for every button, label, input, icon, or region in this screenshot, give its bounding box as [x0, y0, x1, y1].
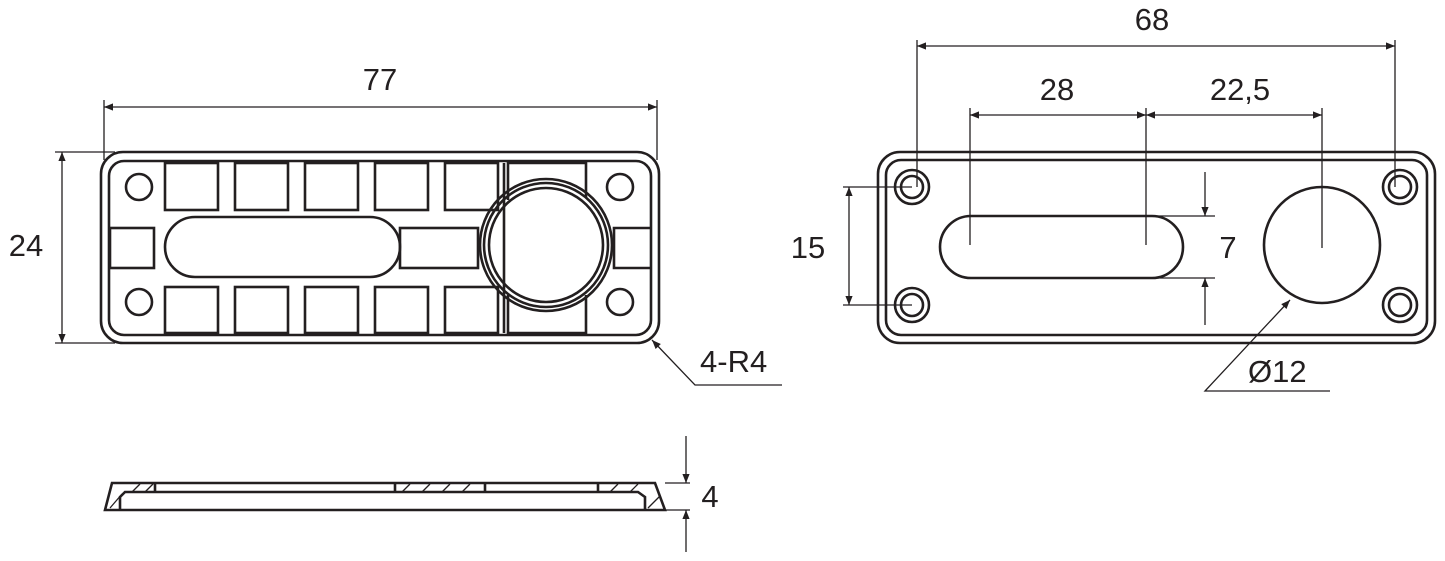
- dimension-68: 68: [916, 2, 1396, 187]
- dimension-15: 15: [791, 186, 912, 306]
- mount-hole: [124, 287, 154, 317]
- side-view-section: [103, 481, 667, 512]
- dim-label: Ø12: [1248, 354, 1307, 389]
- dim-label: 7: [1219, 230, 1236, 265]
- dimension-4: 4: [665, 436, 719, 552]
- dim-label: 24: [9, 228, 43, 263]
- dimension-28: 28: [969, 72, 1147, 245]
- dim-label: 28: [1040, 72, 1074, 107]
- dim-label: 4: [701, 479, 718, 514]
- mount-hole: [605, 287, 635, 317]
- dimension-24: 24: [9, 151, 115, 344]
- dimension-22-5: 22,5: [1146, 72, 1323, 248]
- boss-ring: [478, 177, 614, 313]
- dim-label: 68: [1135, 2, 1169, 37]
- slot: [938, 214, 1185, 280]
- dimension-7: 7: [1150, 172, 1237, 325]
- slot: [163, 215, 402, 279]
- dim-label: 77: [363, 62, 397, 97]
- radius-leader: 4-R4: [651, 339, 782, 386]
- mount-hole: [124, 172, 154, 202]
- dim-label: 22,5: [1210, 72, 1270, 107]
- rib-pockets: [108, 161, 650, 335]
- dim-label: 15: [791, 230, 825, 265]
- hatching: [109, 483, 661, 509]
- dimension-77: 77: [103, 62, 658, 160]
- bottom-view-plate: [876, 150, 1437, 345]
- diameter-leader: Ø12: [1203, 299, 1330, 392]
- dim-label: 4-R4: [700, 344, 767, 379]
- top-view-plate: [99, 150, 661, 345]
- mount-hole: [605, 172, 635, 202]
